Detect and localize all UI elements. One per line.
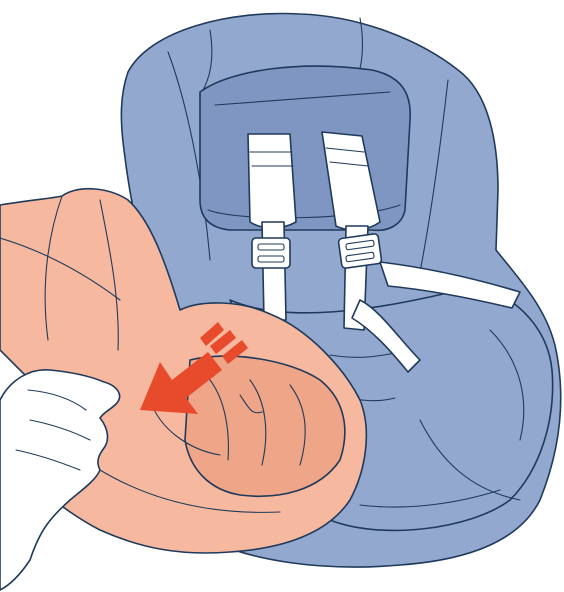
headrest — [200, 66, 410, 230]
left-shoulder-pad — [248, 134, 296, 228]
